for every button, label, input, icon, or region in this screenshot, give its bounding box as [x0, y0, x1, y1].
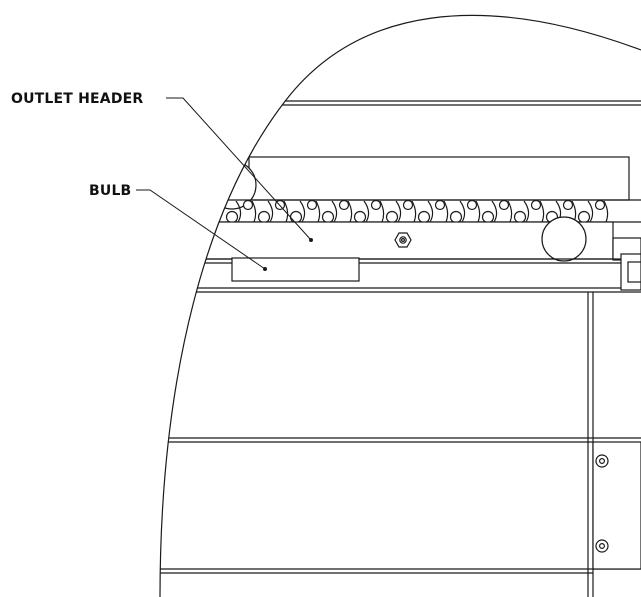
tube-end — [242, 199, 254, 211]
tube-bend — [395, 200, 417, 223]
tube-end — [466, 199, 478, 211]
tube-bend — [363, 200, 385, 223]
tube-curves — [235, 200, 609, 223]
outlet-header-leader-dot — [309, 238, 313, 242]
tube-end — [257, 210, 271, 224]
outlet-header-leader — [166, 97, 312, 241]
tube-bend — [523, 200, 545, 223]
tube-end — [562, 199, 574, 211]
end-bracket-inner — [627, 261, 641, 283]
tube-end — [449, 210, 463, 224]
outlet-header-label: OUTLET HEADER — [11, 91, 143, 107]
top-plate — [248, 156, 630, 201]
tube-end — [577, 210, 591, 224]
bulb-leader-dot — [263, 267, 267, 271]
tube-end — [225, 210, 239, 224]
tube-bend — [491, 200, 513, 223]
tube-end — [402, 199, 414, 211]
bolt-icon — [595, 454, 609, 468]
tube-bend — [459, 200, 481, 223]
leader-lines — [136, 97, 313, 271]
tube-end — [481, 210, 495, 224]
tube-end — [338, 199, 350, 211]
tube-bend — [427, 200, 449, 223]
tube-end — [498, 199, 510, 211]
tube-end — [385, 210, 399, 224]
detail-view-boundary — [159, 14, 641, 597]
right-fitting — [541, 216, 587, 262]
tube-end — [289, 210, 303, 224]
tube-end — [306, 199, 318, 211]
tube-end — [370, 199, 382, 211]
bulb-label: BULB — [89, 183, 131, 199]
tube-bend — [235, 200, 257, 223]
tube-bend — [587, 200, 609, 223]
tube-end — [594, 199, 606, 211]
tube-end — [530, 199, 542, 211]
tube-bend — [331, 200, 353, 223]
tube-end — [417, 210, 431, 224]
bulb-body — [231, 257, 360, 282]
detail-view — [160, 100, 641, 597]
tube-end — [321, 210, 335, 224]
tube-end — [434, 199, 446, 211]
bulb-leader — [136, 189, 266, 270]
hex-nut-icon — [394, 232, 412, 248]
tube-bend — [299, 200, 321, 223]
bolt-icon — [595, 539, 609, 553]
tube-end — [513, 210, 527, 224]
tube-bend — [267, 200, 289, 223]
tube-end — [353, 210, 367, 224]
